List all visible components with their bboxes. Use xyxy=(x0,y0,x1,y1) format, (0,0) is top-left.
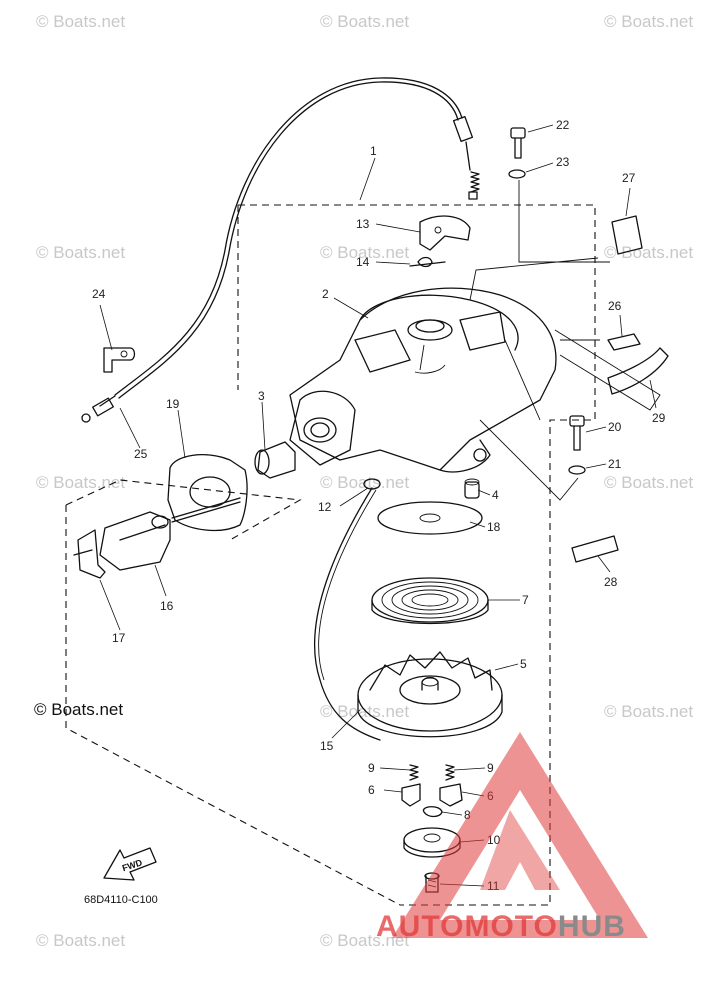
callout-label: 27 xyxy=(622,171,636,185)
watermark: © Boats.net xyxy=(320,243,409,262)
diagram-code: 68D4110-C100 xyxy=(84,894,158,906)
handle-bracket xyxy=(73,529,106,579)
label-29 xyxy=(607,347,669,395)
callout-label: 16 xyxy=(160,599,174,613)
callout-label: 14 xyxy=(356,255,370,269)
starter-rope xyxy=(314,487,381,741)
callout-label: 11 xyxy=(487,879,500,893)
assembly-boundary xyxy=(65,204,596,906)
bolt-22 xyxy=(510,127,526,159)
cable-assembly xyxy=(81,77,480,423)
callout-numbers: 1 2 3 4 5 6 6 7 8 9 9 10 11 12 13 14 15 … xyxy=(92,118,666,893)
callout-label: 12 xyxy=(318,500,332,514)
callout-label: 19 xyxy=(166,397,180,411)
callout-label: 8 xyxy=(464,808,471,822)
callout-label: 15 xyxy=(320,739,334,753)
callout-label: 13 xyxy=(356,217,370,231)
starter-handle xyxy=(99,497,241,571)
callout-label: 6 xyxy=(368,783,375,797)
callout-label: 23 xyxy=(556,155,570,169)
callout-label: 4 xyxy=(492,488,499,502)
watermark: © Boats.net xyxy=(320,931,409,950)
callout-label: 1 xyxy=(370,144,377,158)
cable-bracket xyxy=(103,347,136,373)
pawl-left xyxy=(401,783,421,807)
pawl-right xyxy=(439,783,463,807)
pawl-spring-left xyxy=(409,764,419,781)
forward-arrow-icon: FWD xyxy=(103,847,157,881)
callout-label: 21 xyxy=(608,457,622,471)
watermark: © Boats.net xyxy=(320,12,409,31)
watermark: © Boats.net xyxy=(36,931,125,950)
watermarks: © Boats.net © Boats.net © Boats.net © Bo… xyxy=(36,12,693,950)
watermark: © Boats.net xyxy=(36,243,125,262)
callout-label: 24 xyxy=(92,287,106,301)
rope-guide xyxy=(254,441,296,479)
spring-plate xyxy=(377,501,483,535)
callout-label: 3 xyxy=(258,389,265,403)
callout-label: 7 xyxy=(522,593,529,607)
pawl-spring-right xyxy=(445,764,455,781)
label-27 xyxy=(611,215,643,255)
callout-label: 25 xyxy=(134,447,148,461)
automotohub-logo: AUTOMOTOHUB xyxy=(376,732,648,943)
callout-label: 26 xyxy=(608,299,622,313)
recoil-spring xyxy=(371,577,489,625)
leader-lines xyxy=(99,124,657,887)
callout-label: 22 xyxy=(556,118,570,132)
rope-pulley xyxy=(357,651,503,738)
watermark: © Boats.net xyxy=(36,12,125,31)
watermark: © Boats.net xyxy=(320,702,409,721)
callout-label: 9 xyxy=(487,761,494,775)
bolt-20 xyxy=(569,415,585,451)
starter-lever xyxy=(419,215,471,251)
starter-housing xyxy=(289,287,557,473)
callout-label: 29 xyxy=(652,411,666,425)
callout-label: 20 xyxy=(608,420,622,434)
callout-label: 9 xyxy=(368,761,375,775)
watermark: © Boats.net xyxy=(604,702,693,721)
callout-label: 5 xyxy=(520,657,527,671)
circlip xyxy=(422,806,443,818)
callout-label: 28 xyxy=(604,575,618,589)
lever-spring xyxy=(409,256,446,268)
callout-label: 17 xyxy=(112,631,126,645)
logo-triangle-icon xyxy=(392,732,648,938)
watermark: © Boats.net xyxy=(604,12,693,31)
logo-text-red: AUTOMOTO xyxy=(376,910,558,943)
callout-label: 18 xyxy=(487,520,501,534)
logo-text-gray: HUB xyxy=(558,910,626,943)
watermark: © Boats.net xyxy=(604,243,693,262)
washer-23 xyxy=(508,169,526,179)
watermark: © Boats.net xyxy=(604,473,693,492)
label-28 xyxy=(571,535,619,563)
svg-text:AUTOMOTOHUB: AUTOMOTOHUB xyxy=(376,910,626,943)
copyright-text: © Boats.net xyxy=(34,700,123,719)
collar xyxy=(464,478,480,499)
label-26 xyxy=(607,333,641,351)
callout-label: 2 xyxy=(322,287,329,301)
watermark: © Boats.net xyxy=(36,473,125,492)
washer-21 xyxy=(568,465,586,475)
